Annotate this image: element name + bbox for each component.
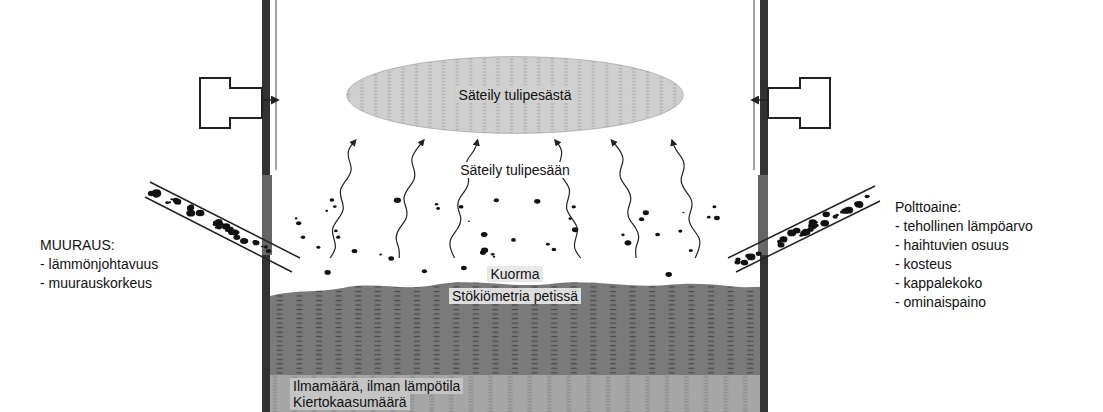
fuel-chute xyxy=(145,182,880,272)
air-nozzle xyxy=(200,78,262,128)
fuel-note: - kappalekoko xyxy=(893,275,984,291)
fuel-note: - tehollinen lämpöarvo xyxy=(893,218,1035,234)
inner-line xyxy=(276,0,277,170)
fuel-note: - kosteus xyxy=(893,256,954,272)
node-text: Stökiömetria petissä xyxy=(449,288,581,304)
node-text: Kuorma xyxy=(487,266,542,282)
lining-note: - muurauskorkeus xyxy=(38,275,154,291)
node-text: Ilmamäärä, ilman lämpötila xyxy=(290,378,463,394)
fuel-note: - ominaispaino xyxy=(893,294,988,310)
inner-line xyxy=(754,0,755,170)
node-text: Kiertokaasumäärä xyxy=(290,394,410,410)
air-plenum: Ilmamäärä, ilman lämpötilaKiertokaasumää… xyxy=(270,375,760,412)
fuel-note: Polttoaine: xyxy=(893,199,963,215)
air-arrow xyxy=(262,99,278,101)
radiation-zone: Säteily tulipesästä xyxy=(345,55,685,135)
radiation-waves xyxy=(330,140,700,258)
fuel-particles xyxy=(148,189,870,277)
lining-note: MUURAUS: xyxy=(38,237,117,253)
air-nozzle xyxy=(768,78,830,128)
fuel-bed: KuormaStökiömetria petissä xyxy=(270,262,760,375)
fuel-note: - haihtuvien osuus xyxy=(893,237,1011,253)
node-text: Säteily tulipesästä xyxy=(456,87,575,103)
radiation-label: Säteily tulipesään xyxy=(458,162,572,178)
air-arrow xyxy=(752,99,768,101)
lining-note: - lämmönjohtavuus xyxy=(38,256,160,272)
